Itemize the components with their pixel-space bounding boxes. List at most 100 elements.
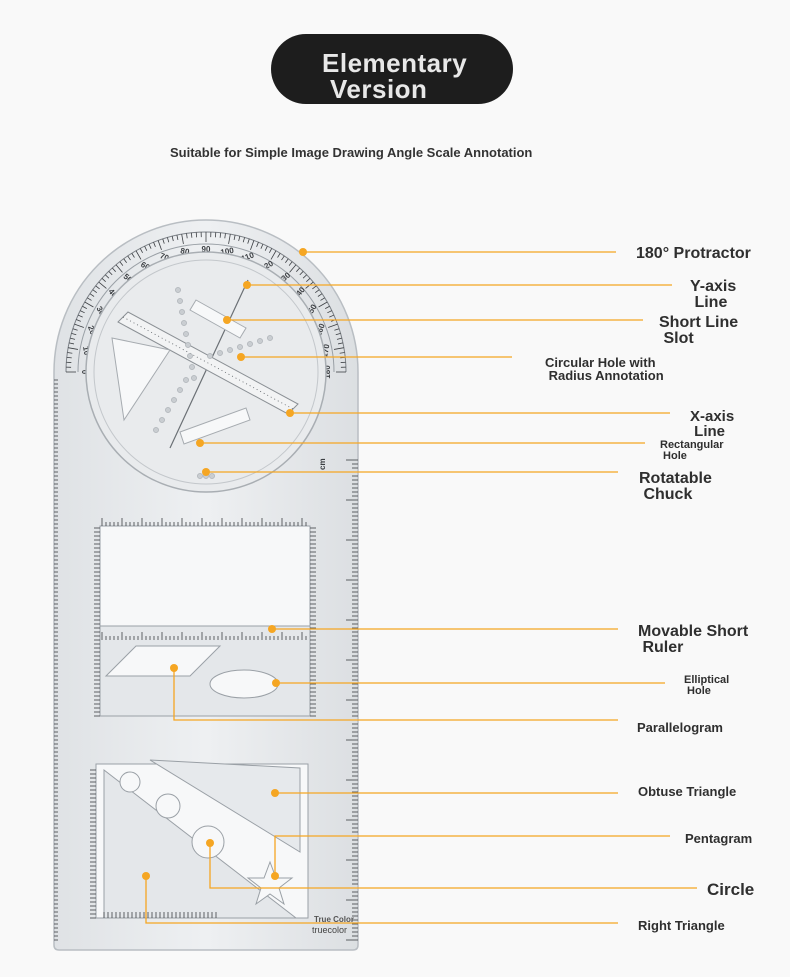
protractor-tick — [70, 337, 76, 340]
protractor-tick — [92, 289, 98, 293]
protractor-tick — [162, 238, 165, 244]
protractor-tick — [74, 323, 84, 328]
leader-line — [145, 876, 618, 924]
protractor-tick — [108, 271, 113, 276]
brand-text: True Color — [314, 915, 354, 924]
protractor-tick — [171, 236, 174, 242]
protractor-tick — [68, 347, 79, 350]
leader-dot — [243, 281, 251, 289]
circular-hole — [185, 342, 191, 348]
protractor-tick — [153, 242, 156, 247]
label-circular-hole: Circular Hole with Radius Annotation — [545, 355, 664, 383]
circular-hole — [237, 344, 243, 350]
protractor-tick — [181, 234, 184, 245]
protractor-tick — [320, 297, 325, 301]
circular-hole — [179, 309, 185, 315]
protractor-tick — [296, 267, 300, 272]
leader-dot — [271, 789, 279, 797]
label-short-line-slot: Short Line Slot — [659, 314, 739, 347]
protractor-angle-label: 10 — [81, 346, 92, 357]
protractor-tick — [333, 347, 344, 350]
protractor-tick — [277, 253, 281, 258]
subtitle: Suitable for Simple Image Drawing Angle … — [170, 145, 533, 160]
protractor-tick — [112, 267, 116, 272]
protractor-tick — [67, 352, 73, 354]
leader-line — [173, 668, 618, 721]
protractor-tick — [302, 274, 307, 279]
protractor-angle-label: 80 — [180, 246, 191, 257]
circular-hole — [189, 364, 195, 370]
protractor-tick — [71, 333, 77, 336]
protractor-tick — [306, 278, 311, 282]
leader-dot — [271, 872, 279, 880]
protractor-tick — [312, 285, 317, 290]
protractor-tick — [317, 293, 323, 297]
protractor-tick — [76, 319, 81, 322]
circular-hole — [207, 353, 213, 359]
leader-line — [209, 843, 697, 889]
circular-hole — [191, 375, 197, 381]
protractor-tick — [289, 264, 297, 273]
circular-hole — [183, 331, 189, 337]
protractor-tick — [336, 337, 342, 340]
protractor-tick — [328, 323, 338, 328]
protractor-angle-label: 100 — [220, 246, 235, 257]
protractor-tick — [219, 232, 222, 238]
protractor-angle-label: 180 — [323, 365, 332, 379]
protractor-tick — [224, 233, 226, 239]
protractor-tick — [233, 234, 236, 241]
upper-window — [99, 525, 311, 627]
disc-triangle-hole — [111, 337, 171, 422]
leader-dot — [299, 248, 307, 256]
label-x-axis-line: X-axis Line — [690, 408, 735, 440]
circular-hole — [183, 377, 189, 383]
small-circle-2 — [155, 793, 181, 819]
protractor-tick — [101, 278, 106, 282]
protractor-tick — [72, 328, 78, 331]
label-obtuse-triangle: Obtuse Triangle — [638, 784, 737, 799]
protractor-tick — [242, 237, 245, 243]
protractor-tick — [314, 289, 320, 293]
label-rectangular-hole: Rectangular Hole — [660, 439, 724, 462]
protractor-tick — [123, 258, 127, 264]
circular-hole — [177, 298, 183, 304]
label-parallelogram: Parallelogram — [637, 720, 723, 735]
version-badge-text: Elementary Version — [322, 50, 502, 102]
protractor-tick — [228, 234, 231, 245]
label-pentagram: Pentagram — [685, 831, 753, 846]
protractor-tick — [337, 342, 344, 345]
protractor-angle-label: 20 — [86, 324, 98, 336]
protractor-tick — [260, 243, 264, 249]
leader-dot — [142, 872, 150, 880]
pentagram-shape — [246, 860, 294, 906]
protractor-angle-label: 90 — [202, 245, 211, 254]
protractor-tick — [87, 297, 92, 301]
protractor-tick — [281, 255, 285, 261]
protractor-tick — [285, 258, 289, 264]
protractor-tick — [288, 261, 293, 266]
protractor-tick — [256, 242, 259, 247]
rectangular-hole-shape — [179, 407, 251, 445]
leader-dot — [223, 316, 231, 324]
protractor-tick — [84, 301, 94, 308]
protractor-tick — [186, 233, 188, 239]
label-protractor: 180° Protractor — [636, 245, 751, 262]
cm-unit: cm — [318, 458, 327, 470]
circular-hole — [257, 338, 263, 344]
protractor-tick — [139, 248, 143, 253]
leader-dot — [237, 353, 245, 361]
protractor-tick — [247, 238, 250, 244]
protractor-tick — [131, 253, 135, 258]
elliptical-hole-shape — [209, 669, 279, 699]
protractor-tick — [190, 232, 193, 238]
protractor-tick — [82, 305, 87, 309]
protractor-tick — [89, 293, 95, 297]
leader-line — [274, 835, 670, 876]
circular-hole — [153, 427, 159, 433]
leader-dot — [286, 409, 294, 417]
protractor-tick — [329, 314, 335, 318]
protractor-tick — [269, 248, 273, 253]
protractor-tick — [95, 285, 100, 290]
protractor-tick — [339, 352, 345, 354]
